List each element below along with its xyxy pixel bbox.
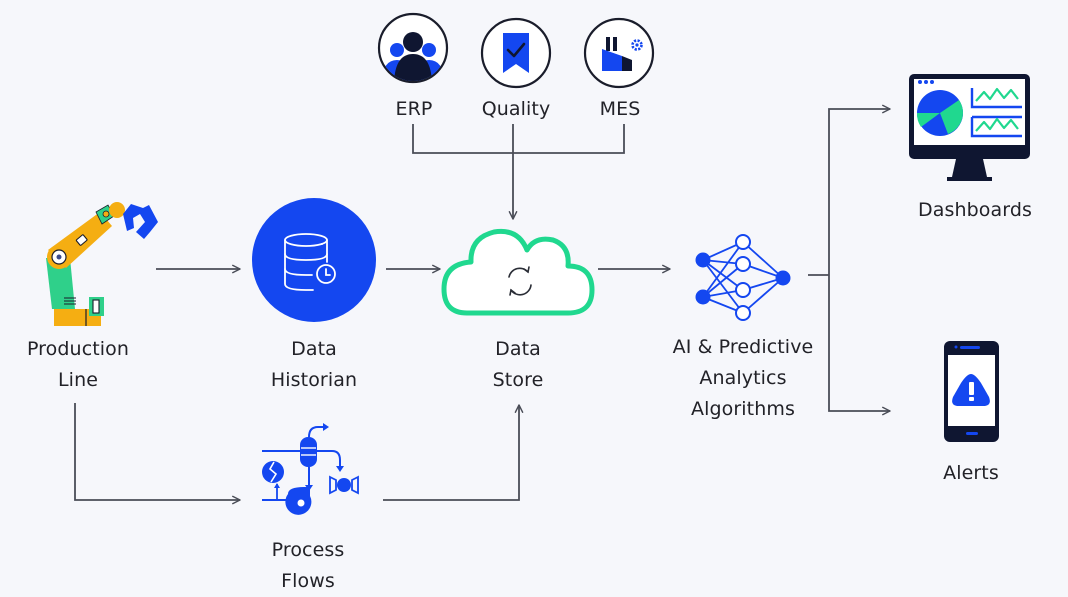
- edge-processflows-to-datastore: [383, 404, 524, 501]
- process-flows-label: Process Flows: [271, 539, 345, 592]
- quality-bookmark-check-icon: [480, 17, 552, 89]
- quality-label: Quality: [481, 98, 551, 120]
- ai-neural-network-icon: [695, 234, 791, 321]
- process-flows-pipeline-icon: [262, 423, 359, 515]
- alerts-phone-alert-icon: [944, 341, 999, 442]
- production-line-label: Production Line: [26, 338, 130, 391]
- edge-production-to-processflows: [74, 403, 241, 505]
- mes-label: MES: [599, 98, 641, 120]
- data-historian-database-clock-icon: [252, 198, 376, 322]
- connectors: [74, 104, 891, 505]
- data-store-label: Data Store: [492, 338, 544, 391]
- dashboards-monitor-icon: [909, 74, 1030, 181]
- production-line-robot-arm-icon: [46, 202, 158, 326]
- dashboards-label: Dashboards: [918, 199, 1032, 221]
- erp-people-group-icon: [377, 12, 449, 84]
- data-store-cloud-sync-icon: [441, 228, 595, 316]
- edge-sources-bracket: [412, 124, 625, 154]
- data-historian-label: Data Historian: [270, 338, 358, 391]
- ai-label: AI & Predictive Analytics Algorithms: [672, 336, 814, 420]
- alerts-label: Alerts: [943, 462, 999, 484]
- edge-ai-to-dashboards: [828, 104, 891, 275]
- edge-ai-to-alerts: [828, 275, 891, 416]
- mes-factory-gear-icon: [583, 17, 655, 89]
- erp-label: ERP: [395, 98, 433, 120]
